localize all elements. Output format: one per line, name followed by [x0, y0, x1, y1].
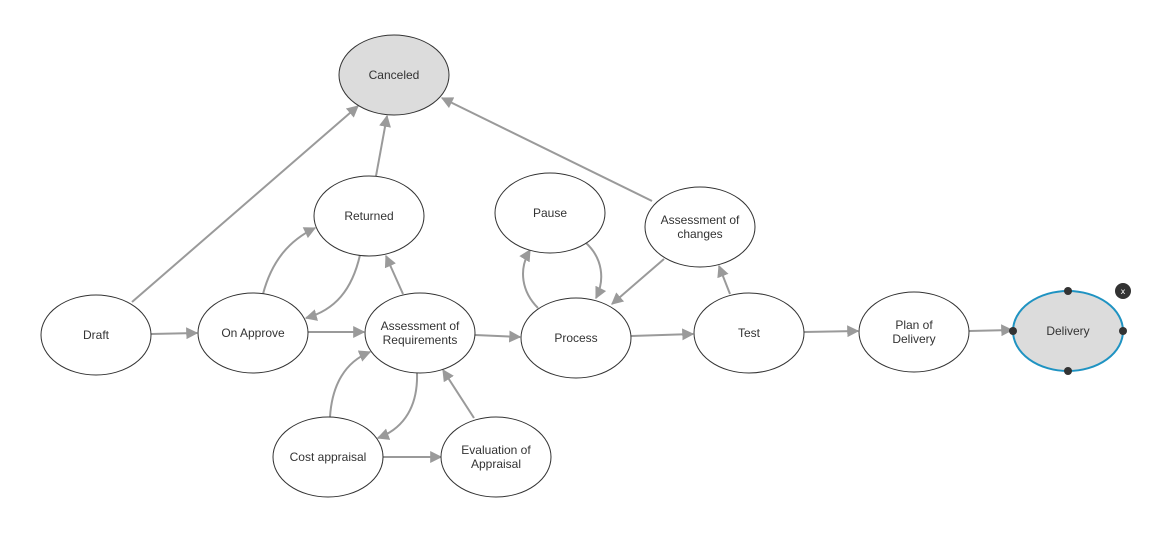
edge-process-to-pause[interactable]: [519, 248, 539, 309]
node-label: Cost appraisal: [290, 450, 367, 464]
node-shape: [440, 416, 552, 498]
node-shape: [197, 292, 309, 374]
node-label-line: Cost appraisal: [290, 450, 367, 464]
node-shape: [494, 172, 606, 254]
node-label-line: Evaluation of: [461, 443, 531, 457]
resize-handle-left[interactable]: [1009, 327, 1017, 335]
node-label-line: Canceled: [369, 68, 420, 82]
node-label-line: Delivery: [1046, 324, 1089, 338]
node-label-line: Test: [738, 326, 761, 340]
node-label: Process: [554, 331, 597, 345]
edge-plan-delivery-to-delivery[interactable]: [968, 324, 1014, 337]
edge-test-to-plan-delivery[interactable]: [803, 325, 860, 338]
node-process[interactable]: Process: [520, 297, 632, 379]
node-on-approve[interactable]: On Approve: [197, 292, 309, 374]
node-draft[interactable]: Draft: [40, 294, 152, 376]
node-shape: [338, 34, 450, 116]
node-label: Canceled: [369, 68, 420, 82]
node-shape: [40, 294, 152, 376]
node-shape: [313, 175, 425, 257]
edges: [131, 97, 1014, 463]
resize-handle-top[interactable]: [1064, 287, 1072, 295]
node-label-line: Assessment of: [381, 319, 460, 333]
node-label-line: Requirements: [383, 333, 458, 347]
edge-on-approve-to-returned[interactable]: [262, 227, 317, 295]
selection-handles: [1009, 287, 1127, 375]
node-pause[interactable]: Pause: [494, 172, 606, 254]
edge-evaluation-appraisal-to-assessment-requirements[interactable]: [442, 368, 475, 419]
node-label: On Approve: [221, 326, 285, 340]
delete-node-button[interactable]: x: [1115, 283, 1131, 299]
node-label-line: Returned: [344, 209, 393, 223]
node-label: Test: [738, 326, 761, 340]
node-label-line: Process: [554, 331, 597, 345]
node-canceled[interactable]: Canceled: [338, 34, 450, 116]
edge-assessment-requirements-to-cost-appraisal[interactable]: [376, 372, 419, 440]
node-label-line: Plan of: [895, 318, 933, 332]
node-shape: [693, 292, 805, 374]
edge-assessment-requirements-to-process[interactable]: [474, 330, 522, 343]
node-label-line: Assessment of: [661, 213, 740, 227]
node-label-line: On Approve: [221, 326, 285, 340]
node-label-line: Delivery: [892, 332, 935, 346]
node-cost-appraisal[interactable]: Cost appraisal: [272, 416, 384, 498]
edge-cost-appraisal-to-assessment-requirements[interactable]: [329, 350, 372, 418]
node-label: Returned: [344, 209, 393, 223]
node-label-line: Appraisal: [471, 457, 521, 471]
node-shape: [272, 416, 384, 498]
node-label-line: Pause: [533, 206, 567, 220]
node-label-line: Draft: [83, 328, 110, 342]
edge-assessment-changes-to-canceled[interactable]: [440, 97, 653, 202]
edge-draft-to-canceled[interactable]: [131, 105, 359, 303]
edge-assessment-changes-to-process[interactable]: [611, 258, 665, 305]
edge-returned-to-on-approve[interactable]: [304, 254, 361, 321]
edge-assessment-requirements-to-returned[interactable]: [384, 254, 404, 295]
node-shape: [858, 291, 970, 373]
edge-pause-to-process[interactable]: [584, 241, 607, 300]
node-returned[interactable]: Returned: [313, 175, 425, 257]
node-shape: [644, 186, 756, 268]
node-shape: [364, 292, 476, 374]
close-icon-bg: [1115, 283, 1131, 299]
node-shape: [520, 297, 632, 379]
resize-handle-right[interactable]: [1119, 327, 1127, 335]
edge-returned-to-canceled[interactable]: [375, 114, 391, 177]
node-label: Pause: [533, 206, 567, 220]
node-test[interactable]: Test: [693, 292, 805, 374]
node-label: Delivery: [1046, 324, 1089, 338]
edge-process-to-test[interactable]: [630, 328, 695, 341]
resize-handle-bottom[interactable]: [1064, 367, 1072, 375]
edge-test-to-assessment-changes[interactable]: [717, 264, 731, 295]
close-icon: x: [1121, 287, 1126, 296]
node-delivery[interactable]: Delivery: [1012, 290, 1124, 372]
edge-draft-to-on-approve[interactable]: [150, 327, 199, 340]
node-label-line: changes: [677, 227, 722, 241]
node-label: Draft: [83, 328, 110, 342]
